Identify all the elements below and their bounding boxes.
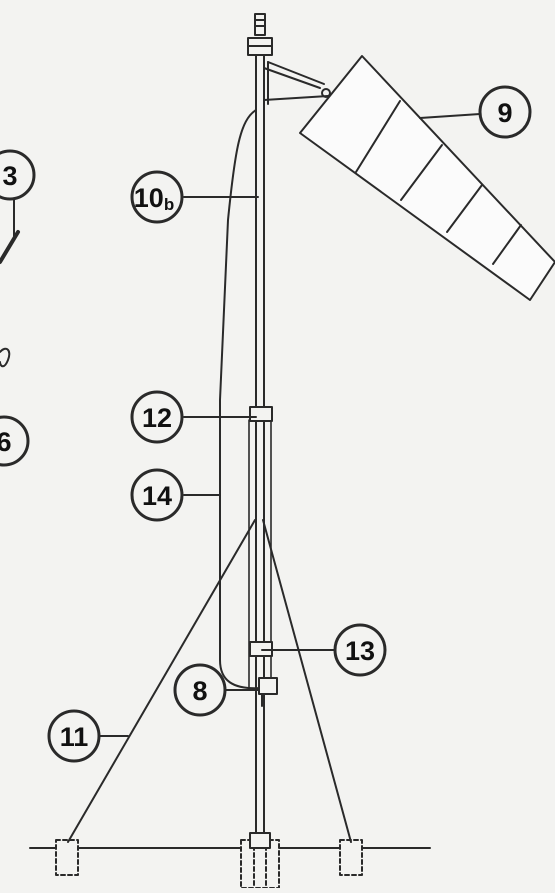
windsock-bracket [263, 61, 331, 105]
junction-box [258, 677, 278, 695]
callout-3: 3 [2, 161, 17, 191]
left-cropped-component [0, 199, 20, 368]
mast-top-finial [247, 13, 273, 56]
leader-9 [419, 113, 481, 119]
callout-circle-13 [333, 623, 387, 677]
mast-clamp-upper [249, 406, 273, 422]
foundation-right [339, 839, 363, 876]
callout-12: 12 [142, 403, 172, 433]
callout-11: 11 [60, 722, 89, 752]
windsock [299, 55, 555, 301]
callout-circle-10b [130, 170, 184, 224]
mast-base [249, 832, 271, 849]
callout-13: 13 [345, 636, 375, 666]
callout-10b-sub: b [164, 195, 174, 214]
foundation-left [55, 839, 79, 876]
guy-wire-right [262, 519, 352, 843]
callout-14: 14 [142, 481, 172, 511]
callout-10b: 10b [134, 183, 174, 214]
callout-8: 8 [192, 676, 207, 706]
callout-circle-6 [0, 415, 30, 467]
callout-circle-12 [130, 390, 184, 444]
callout-10b-number: 10 [134, 183, 164, 213]
callout-circle-8 [173, 663, 227, 717]
callout-circle-9 [478, 85, 532, 139]
guy-wire-left [67, 519, 256, 843]
power-cable [219, 109, 263, 690]
callout-circle-11 [47, 709, 101, 763]
callout-9: 9 [497, 98, 512, 128]
callout-6: 6 [0, 427, 12, 457]
callout-circle-3 [0, 149, 36, 201]
callout-circle-14 [130, 468, 184, 522]
mast [255, 54, 265, 834]
